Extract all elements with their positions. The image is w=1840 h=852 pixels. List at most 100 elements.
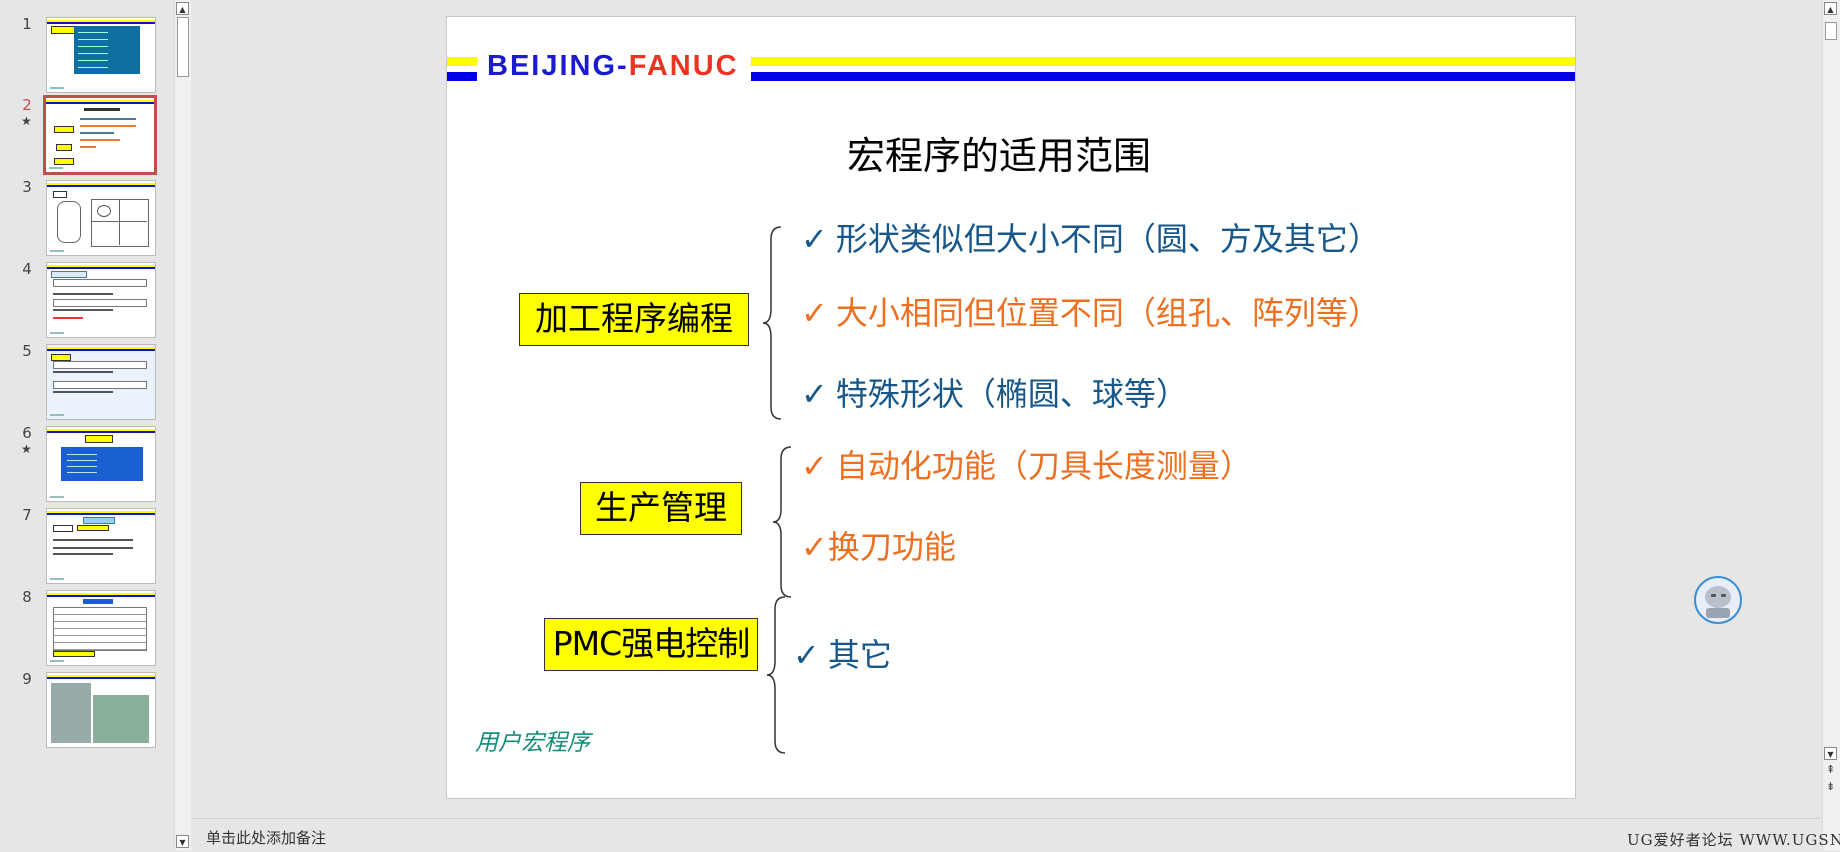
avatar-eye <box>1711 594 1716 597</box>
bullet-item[interactable]: ✓大小相同但位置不同（组孔、阵列等） <box>801 288 1380 334</box>
thumb-content <box>54 126 74 133</box>
bullet-item[interactable]: ✓特殊形状（椭圆、球等） <box>801 369 1188 415</box>
thumb-stripe <box>47 511 155 513</box>
thumb-stripe <box>47 185 155 187</box>
thumbnail-number: 1 <box>22 15 32 33</box>
thumb-content <box>93 695 149 743</box>
assistant-avatar-icon[interactable] <box>1694 576 1742 624</box>
slide-thumbnail[interactable] <box>46 590 156 666</box>
thumb-content <box>85 435 113 443</box>
thumb-footer <box>50 332 64 334</box>
thumbnail-row[interactable]: 6 ★ <box>0 424 174 504</box>
thumb-content <box>53 381 147 389</box>
scroll-down-arrow-icon[interactable]: ▼ <box>176 835 189 848</box>
slide-thumbnail[interactable] <box>46 262 156 338</box>
bullet-item[interactable]: ✓其它 <box>793 630 892 676</box>
slide-thumbnail[interactable] <box>46 180 156 256</box>
bullet-text: 自动化功能（刀具长度测量） <box>835 447 1252 485</box>
previous-slide-icon[interactable]: ⇞ <box>1826 763 1836 776</box>
thumb-content <box>51 271 87 278</box>
thumb-content <box>53 299 147 307</box>
thumbnail-row[interactable]: 4 <box>0 260 174 340</box>
thumbnail-scrollbar[interactable]: ▲ ▼ <box>174 0 191 851</box>
thumb-stripe <box>47 429 155 431</box>
header-stripe-yellow <box>751 57 1575 66</box>
thumb-content <box>54 158 74 165</box>
bullet-text: 其它 <box>827 636 892 674</box>
scroll-up-arrow-icon[interactable]: ▲ <box>1824 2 1837 15</box>
bullet-item[interactable]: ✓自动化功能（刀具长度测量） <box>801 441 1252 487</box>
thumb-content <box>53 553 113 555</box>
scroll-down-arrow-icon[interactable]: ▼ <box>1824 747 1837 760</box>
thumbnail-number: 9 <box>22 670 32 688</box>
slide-scrollbar[interactable]: ▲ ▼ ⇞ ⇟ <box>1822 0 1840 851</box>
bullet-text: 形状类似但大小不同（圆、方及其它） <box>835 220 1380 258</box>
thumb-content <box>57 201 81 243</box>
animation-star-icon: ★ <box>21 442 32 456</box>
thumb-stripe <box>47 431 155 433</box>
thumb-content <box>80 125 136 127</box>
thumb-content <box>53 539 133 541</box>
thumb-content <box>53 293 113 295</box>
slide-thumbnail-pane: 1 2 ★ 3 <box>0 0 174 851</box>
next-slide-icon[interactable]: ⇟ <box>1826 780 1836 793</box>
thumbnail-number: 2 <box>22 96 32 114</box>
slide-thumbnail[interactable] <box>46 344 156 420</box>
slide-thumbnail[interactable] <box>46 17 156 93</box>
slide-thumbnail[interactable] <box>46 672 156 748</box>
bullet-item[interactable]: ✓换刀功能 <box>801 522 956 568</box>
beijing-fanuc-logo: BEIJING-FANUC <box>487 50 739 83</box>
slide-title[interactable]: 宏程序的适用范围 <box>847 134 1152 178</box>
notes-pane[interactable]: 单击此处添加备注 <box>192 818 1820 852</box>
thumbnail-number: 3 <box>22 178 32 196</box>
thumb-footer <box>50 660 64 662</box>
thumb-content <box>53 191 67 198</box>
thumb-footer <box>50 414 64 416</box>
thumb-content <box>53 317 83 319</box>
logo-dash: - <box>617 50 629 82</box>
thumb-content <box>91 221 147 222</box>
curly-brace-icon <box>762 226 782 420</box>
bullet-text: 特殊形状（椭圆、球等） <box>835 375 1188 413</box>
slide-canvas[interactable]: BEIJING-FANUC 宏程序的适用范围 加工程序编程 生产管理 PMC强电… <box>446 16 1576 799</box>
thumbnail-row[interactable]: 8 <box>0 588 174 668</box>
checkmark-icon: ✓ <box>801 447 828 485</box>
scroll-up-arrow-icon[interactable]: ▲ <box>176 2 189 15</box>
category-box-programming[interactable]: 加工程序编程 <box>519 293 749 346</box>
thumb-footer <box>50 496 64 498</box>
thumb-stripe <box>47 675 155 677</box>
thumbnail-row[interactable]: 3 <box>0 178 174 258</box>
thumb-content <box>77 525 109 531</box>
thumb-content <box>91 199 149 247</box>
thumb-content <box>97 205 111 217</box>
thumbnail-row[interactable]: 7 <box>0 506 174 586</box>
thumb-stripe <box>47 183 155 185</box>
bullet-item[interactable]: ✓形状类似但大小不同（圆、方及其它） <box>801 214 1380 260</box>
thumb-content <box>51 354 71 361</box>
thumbnail-row[interactable]: 1 <box>0 15 174 95</box>
slide-thumbnail[interactable] <box>46 426 156 502</box>
avatar-eye <box>1721 594 1726 597</box>
category-box-pmc[interactable]: PMC强电控制 <box>544 618 758 671</box>
thumb-content <box>53 547 133 549</box>
header-stripe-yellow <box>447 57 477 66</box>
animation-star-icon: ★ <box>21 114 32 128</box>
bullet-text: 换刀功能 <box>827 528 956 566</box>
thumb-stripe <box>47 593 155 595</box>
thumb-content <box>84 108 120 111</box>
category-box-production[interactable]: 生产管理 <box>580 482 742 535</box>
thumb-stripe <box>47 20 155 22</box>
thumbnail-row[interactable]: 2 ★ <box>0 95 174 176</box>
thumbnail-row[interactable]: 9 <box>0 670 174 750</box>
slide-thumbnail[interactable] <box>46 508 156 584</box>
scrollbar-thumb[interactable] <box>1825 22 1837 40</box>
thumbnail-row[interactable]: 5 <box>0 342 174 422</box>
checkmark-icon: ✓ <box>801 294 828 332</box>
slide-thumbnail-selected[interactable] <box>43 95 157 175</box>
thumb-content <box>53 361 147 369</box>
thumb-content <box>80 118 136 120</box>
thumbnail-number: 8 <box>22 588 32 606</box>
thumb-content <box>80 132 114 134</box>
notes-placeholder[interactable]: 单击此处添加备注 <box>206 829 327 847</box>
scrollbar-thumb[interactable] <box>177 17 189 77</box>
